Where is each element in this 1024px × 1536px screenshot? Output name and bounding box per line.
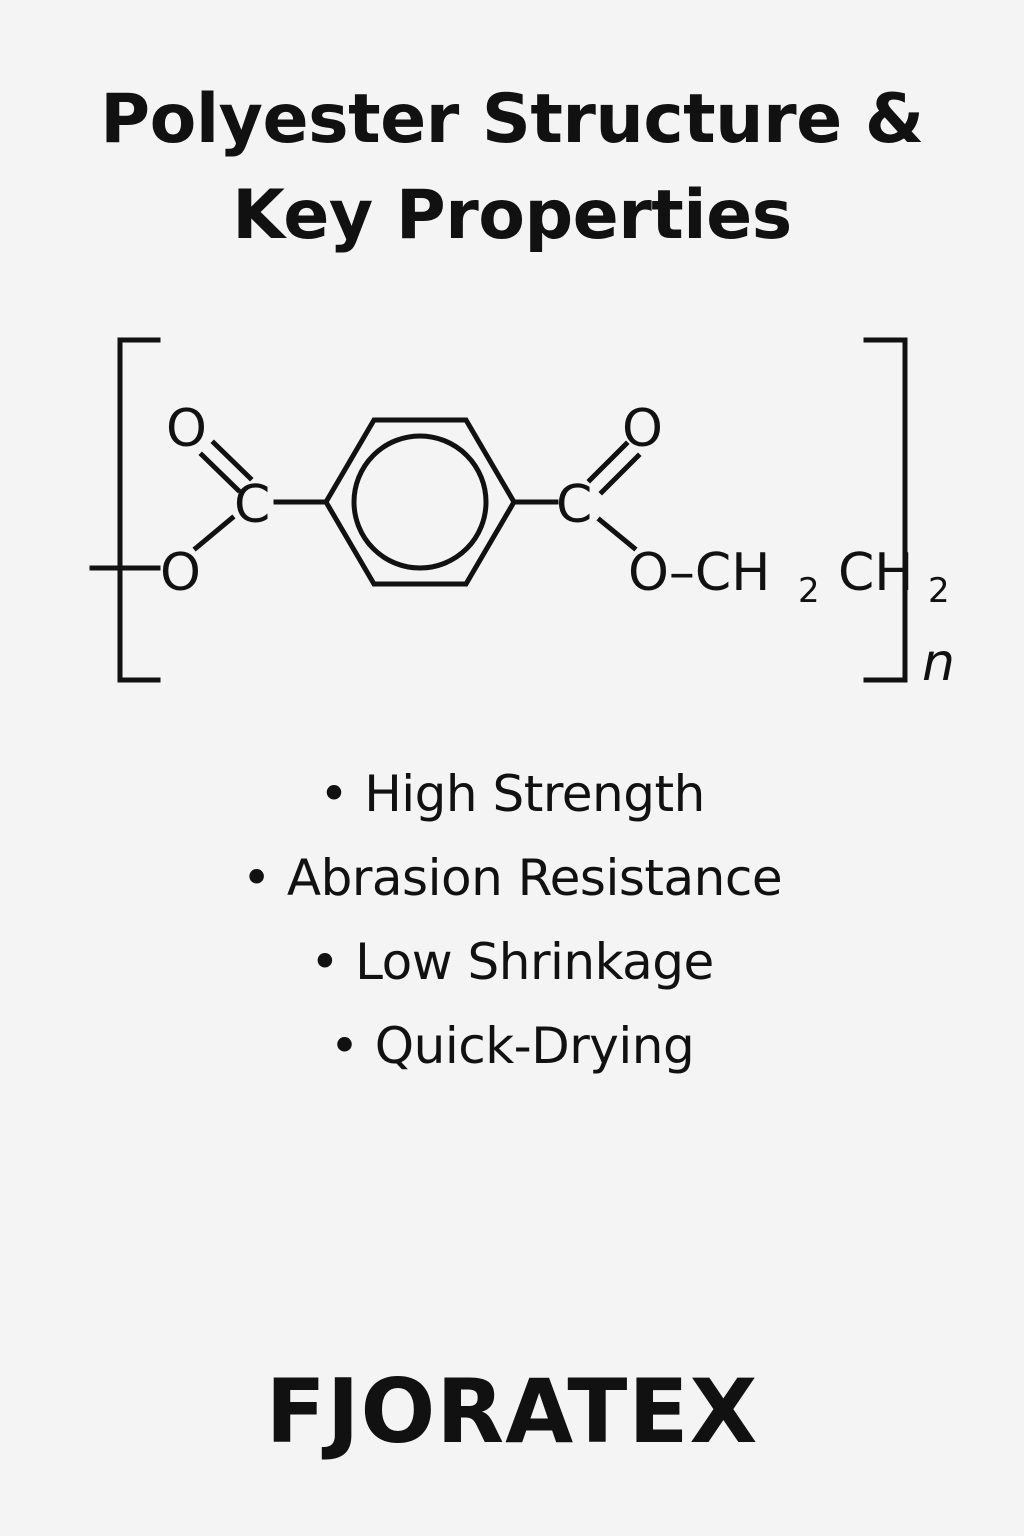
polyester-structure-diagram: O C O O C O–CH 2 CH 2 n	[0, 300, 1024, 720]
right-c-o-bond	[596, 516, 638, 552]
bullet: •	[310, 933, 340, 991]
ester-oxygen-ch2: O–CH	[628, 543, 770, 603]
left-bracket	[117, 337, 161, 683]
right-bracket	[863, 337, 908, 683]
right-c-o-double-bond-a	[586, 440, 630, 484]
property-label: Low Shrinkage	[355, 933, 714, 991]
list-item: •Quick-Drying	[0, 1004, 1024, 1088]
left-c-o-double-bond-b	[210, 439, 254, 482]
property-label: Abrasion Resistance	[286, 849, 783, 907]
ch2-subscript-2: 2	[928, 571, 950, 611]
property-label: High Strength	[364, 765, 705, 823]
right-oxygen-double: O	[622, 399, 663, 459]
ch2-subscript-1: 2	[798, 571, 820, 611]
second-ch: CH	[838, 543, 913, 603]
list-item: • High Strength	[0, 752, 1024, 836]
property-label: Quick-Drying	[374, 1017, 695, 1075]
title-line-1: Polyester Structure &	[100, 80, 924, 159]
right-c-o-double-bond-b	[598, 452, 642, 496]
left-o-c-bond	[192, 514, 236, 552]
bullet: •	[319, 765, 349, 823]
title-line-2: Key Properties	[232, 176, 792, 255]
benzene-aromatic-circle	[351, 433, 489, 571]
repeat-unit-n: n	[922, 633, 955, 693]
left-c-o-double-bond-a	[198, 451, 242, 494]
page-title: Polyester Structure & Key Properties	[0, 72, 1024, 264]
brand-logo-text: FJORATEX	[265, 1360, 759, 1463]
benzene-ring	[323, 417, 517, 587]
structure-svg: O C O O C O–CH 2 CH 2 n	[89, 337, 955, 693]
list-item: • Low Shrinkage	[0, 920, 1024, 1004]
left-oxygen-double: O	[166, 399, 207, 459]
right-carbon: C	[556, 475, 592, 535]
left-carbon: C	[234, 475, 270, 535]
bullet: •	[329, 1017, 360, 1075]
left-oxygen-single: O	[160, 543, 201, 603]
bullet: •	[241, 849, 272, 907]
properties-list: •High Strength •Abrasion Resistance •Low…	[0, 752, 1024, 1088]
list-item: •Abrasion Resistance	[0, 836, 1024, 920]
